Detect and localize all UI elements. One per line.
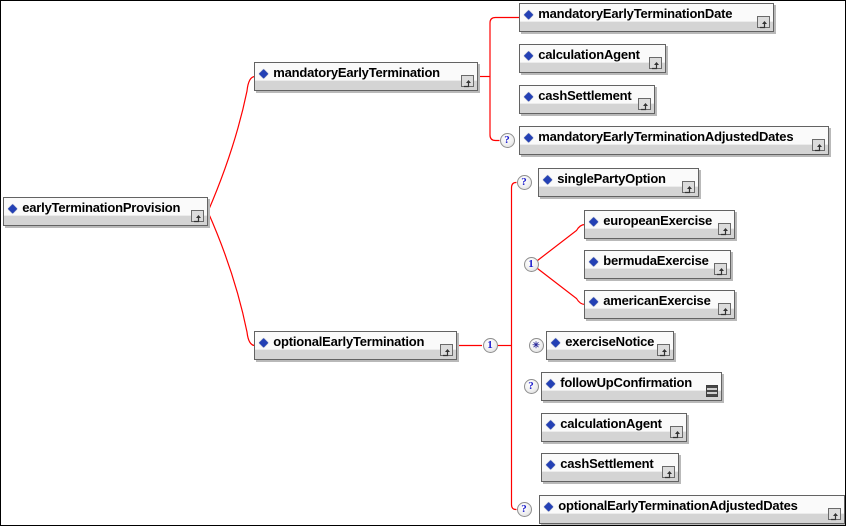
complex-content-icon[interactable]	[440, 344, 453, 357]
element-label: singlePartyOption	[557, 171, 666, 186]
element-label: optionalEarlyTermination	[273, 334, 425, 349]
text-content-icon[interactable]	[706, 385, 718, 397]
optional-marker-singlePartyOption: ?	[516, 175, 532, 190]
element-label: optionalEarlyTerminationAdjustedDates	[558, 498, 798, 513]
element-diamond-icon: ◆	[524, 129, 534, 144]
optional-marker-optionalAdjustedDates: ?	[516, 502, 532, 517]
complex-content-icon[interactable]	[657, 344, 670, 357]
repeatable-marker-exerciseNotice: ✳	[528, 338, 544, 353]
optional-marker-followUpConfirmation: ?	[523, 379, 539, 394]
element-box-europeanExercise[interactable]: ◆ europeanExercise	[584, 210, 735, 239]
element-box-mandatoryEarlyTermination[interactable]: ◆ mandatoryEarlyTermination	[254, 62, 478, 91]
complex-content-icon[interactable]	[718, 223, 731, 236]
element-label: europeanExercise	[603, 213, 713, 228]
element-label: followUpConfirmation	[560, 375, 692, 390]
complex-content-icon[interactable]	[757, 16, 770, 29]
element-box-cashSettlement-bottom[interactable]: ◆ cashSettlement	[541, 453, 679, 482]
element-box-optionalEarlyTermination[interactable]: ◆ optionalEarlyTermination	[254, 331, 457, 360]
element-box-cashSettlement-top[interactable]: ◆ cashSettlement	[519, 85, 655, 114]
connector-mandatory-spine	[489, 16, 519, 142]
element-box-calculationAgent-bottom[interactable]: ◆ calculationAgent	[541, 413, 687, 442]
element-box-calculationAgent-top[interactable]: ◆ calculationAgent	[519, 44, 666, 73]
element-diamond-icon: ◆	[8, 200, 18, 215]
element-diamond-icon: ◆	[589, 293, 599, 308]
element-box-exerciseNotice[interactable]: ◆ exerciseNotice	[546, 331, 674, 360]
element-box-mandatoryEarlyTerminationAdjustedDates[interactable]: ◆ mandatoryEarlyTerminationAdjustedDates	[519, 126, 829, 155]
element-diamond-icon: ◆	[546, 456, 556, 471]
element-label: exerciseNotice	[565, 334, 655, 349]
element-label: calculationAgent	[560, 416, 662, 431]
complex-content-icon[interactable]	[649, 57, 662, 70]
complex-content-icon[interactable]	[461, 75, 474, 88]
element-box-optionalEarlyTerminationAdjustedDates[interactable]: ◆ optionalEarlyTerminationAdjustedDates	[539, 495, 845, 524]
complex-content-icon[interactable]	[812, 139, 825, 152]
element-diamond-icon: ◆	[259, 334, 269, 349]
element-diamond-icon: ◆	[589, 213, 599, 228]
element-label: bermudaExercise	[603, 253, 709, 268]
element-box-followUpConfirmation[interactable]: ◆ followUpConfirmation	[541, 372, 722, 401]
complex-content-icon[interactable]	[682, 181, 695, 194]
element-box-americanExercise[interactable]: ◆ americanExercise	[584, 290, 735, 319]
element-label: earlyTerminationProvision	[22, 200, 181, 215]
element-diamond-icon: ◆	[589, 253, 599, 268]
optional-marker-mandatoryAdjustedDates: ?	[499, 133, 515, 148]
element-diamond-icon: ◆	[544, 498, 554, 513]
complex-content-icon[interactable]	[718, 303, 731, 316]
element-label: cashSettlement	[560, 456, 654, 471]
element-diamond-icon: ◆	[546, 416, 556, 431]
element-box-bermudaExercise[interactable]: ◆ bermudaExercise	[584, 250, 731, 279]
connector-optional-spine	[510, 181, 517, 511]
element-diamond-icon: ◆	[524, 88, 534, 103]
complex-content-icon[interactable]	[191, 210, 204, 223]
complex-content-icon[interactable]	[670, 426, 683, 439]
element-label: mandatoryEarlyTerminationAdjustedDates	[538, 129, 794, 144]
element-box-singlePartyOption[interactable]: ◆ singlePartyOption	[538, 168, 699, 197]
element-label: mandatoryEarlyTermination	[273, 65, 440, 80]
element-label: mandatoryEarlyTerminationDate	[538, 6, 733, 21]
element-diamond-icon: ◆	[551, 334, 561, 349]
complex-content-icon[interactable]	[828, 508, 841, 521]
connector-root-to-optional	[207, 211, 256, 347]
element-diamond-icon: ◆	[259, 65, 269, 80]
element-diamond-icon: ◆	[546, 375, 556, 390]
element-box-mandatoryEarlyTerminationDate[interactable]: ◆ mandatoryEarlyTerminationDate	[519, 3, 774, 32]
complex-content-icon[interactable]	[662, 466, 675, 479]
element-diamond-icon: ◆	[543, 171, 553, 186]
connector-choice-to-european	[537, 223, 586, 261]
connector-choice-to-american	[537, 268, 586, 306]
element-label: americanExercise	[603, 293, 711, 308]
connector-root-to-mandatory	[207, 75, 256, 212]
choice-marker-exercise-group: 1	[523, 256, 539, 272]
element-box-earlyTerminationProvision[interactable]: ◆ earlyTerminationProvision	[3, 197, 208, 226]
element-label: cashSettlement	[538, 88, 632, 103]
element-diamond-icon: ◆	[524, 6, 534, 21]
complex-content-icon[interactable]	[638, 98, 651, 111]
complex-content-icon[interactable]	[714, 263, 727, 276]
element-diamond-icon: ◆	[524, 47, 534, 62]
element-label: calculationAgent	[538, 47, 640, 62]
sequence-marker-optionalEarlyTermination: 1	[482, 338, 498, 353]
